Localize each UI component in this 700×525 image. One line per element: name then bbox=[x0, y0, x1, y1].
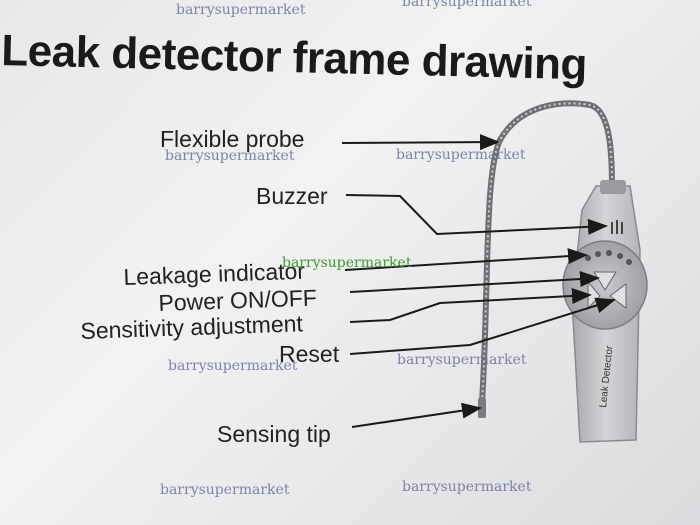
watermark: barrysupermarket bbox=[402, 479, 532, 495]
watermark: barrysupermarket bbox=[282, 255, 412, 271]
watermark: barrysupermarket bbox=[168, 358, 298, 374]
watermark: barrysupermarket bbox=[397, 352, 527, 368]
watermark: barrysupermarket bbox=[402, 0, 532, 10]
label-reset: Reset bbox=[279, 341, 340, 367]
buzzer-grille bbox=[611, 220, 623, 234]
label-buzzer: Buzzer bbox=[256, 183, 328, 209]
label-sensing-tip: Sensing tip bbox=[217, 421, 331, 447]
leader-power bbox=[349, 271, 600, 293]
watermark: barrysupermarket bbox=[165, 148, 295, 164]
leader-flexible-probe bbox=[341, 134, 500, 151]
label-flexible-probe: Flexible probe bbox=[160, 126, 305, 152]
leader-sensing-tip bbox=[351, 402, 482, 428]
watermark: barrysupermarket bbox=[160, 482, 290, 498]
leader-reset bbox=[349, 297, 616, 355]
leader-lines bbox=[341, 134, 616, 428]
leader-leakage-indicator bbox=[344, 248, 588, 271]
leader-sensitivity bbox=[349, 287, 592, 323]
reset-button-shape bbox=[609, 283, 627, 309]
watermark: barrysupermarket bbox=[396, 147, 526, 163]
watermark: barrysupermarket bbox=[176, 2, 306, 18]
leader-buzzer bbox=[345, 194, 608, 236]
